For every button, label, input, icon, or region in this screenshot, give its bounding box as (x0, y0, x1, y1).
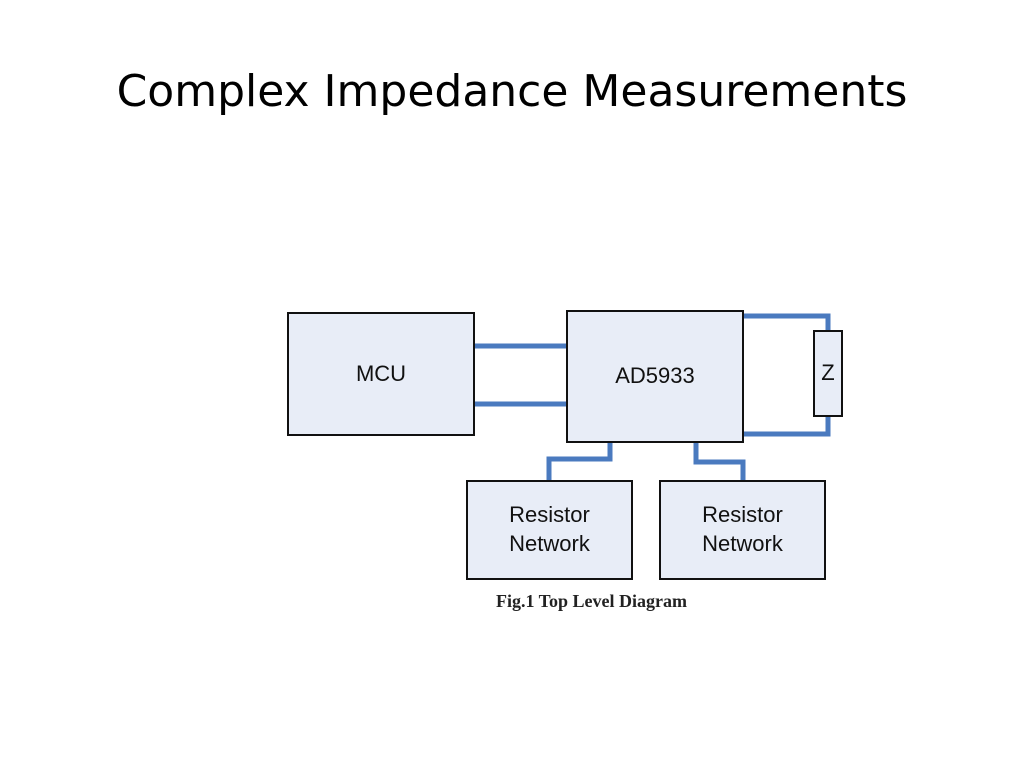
figure-caption: Fig.1 Top Level Diagram (496, 591, 688, 611)
ad5933-z-line-bottom (742, 416, 831, 437)
ad5933-resistor-left-line (546, 442, 613, 482)
impedance-z-label: Z (821, 360, 835, 386)
ad5933-resistor-right-line (693, 442, 746, 482)
slide-title: Complex Impedance Measurements (116, 66, 908, 117)
ad5933-label: AD5933 (615, 363, 695, 389)
resistor-network-left-label: Resistor Network (509, 502, 590, 556)
impedance-z-block: Z (813, 330, 843, 417)
resistor-network-right-label: Resistor Network (702, 502, 783, 556)
mcu-block: MCU (287, 312, 475, 436)
resistor-network-left-block: Resistor Network (466, 480, 633, 580)
resistor-network-right-block: Resistor Network (659, 480, 826, 580)
ad5933-block: AD5933 (566, 310, 744, 443)
ad5933-z-line-top (742, 313, 831, 332)
mcu-label: MCU (355, 360, 407, 386)
